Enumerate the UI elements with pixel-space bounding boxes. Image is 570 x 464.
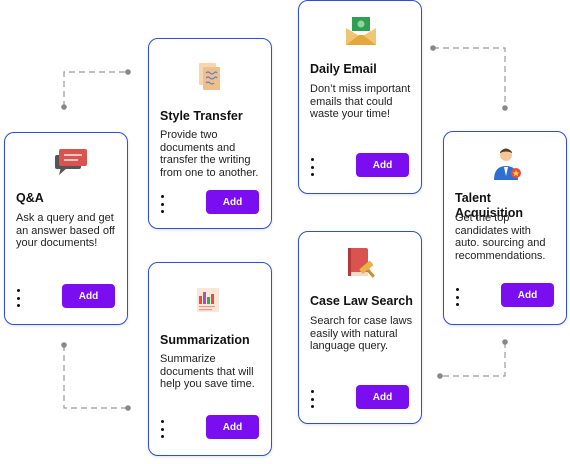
connector-dot <box>437 373 443 379</box>
add-button[interactable]: Add <box>501 283 554 307</box>
connector-qa-summarization <box>63 345 128 409</box>
card-description: Don’t miss important emails that could w… <box>310 83 411 120</box>
add-button[interactable]: Add <box>62 284 115 308</box>
connector-talent-caselaw <box>440 342 506 377</box>
card-title: Style Transfer <box>160 109 243 123</box>
card-style-transfer: Style Transfer Provide two documents and… <box>148 38 272 229</box>
more-options-icon[interactable] <box>308 390 316 408</box>
connector-dot <box>430 45 436 51</box>
add-button[interactable]: Add <box>206 415 259 439</box>
card-title: Daily Email <box>310 62 377 76</box>
connector-dot <box>61 342 67 348</box>
card-description: Ask a query and get an answer based off … <box>16 212 115 249</box>
connector-qa-style <box>63 71 128 107</box>
card-title: Q&A <box>16 191 44 205</box>
card-qa: Q&A Ask a query and get an answer based … <box>4 132 128 325</box>
card-description: Summarize documents that will help you s… <box>160 353 255 390</box>
card-description: Get the top candidates with auto. sourci… <box>455 212 546 262</box>
more-options-icon[interactable] <box>308 158 316 176</box>
add-button[interactable]: Add <box>206 190 259 214</box>
documents-icon <box>199 63 220 90</box>
more-options-icon[interactable] <box>453 288 461 306</box>
card-title: Summarization <box>160 333 250 347</box>
card-description: Search for case laws easily with natural… <box>310 315 413 352</box>
card-case-law-search: Case Law Search Search for case laws eas… <box>298 231 422 424</box>
connector-dot <box>125 69 131 75</box>
connector-dot <box>125 405 131 411</box>
card-talent-acquisition: Talent Acquisition Get the top candidate… <box>443 131 567 325</box>
more-options-icon[interactable] <box>158 420 166 438</box>
card-daily-email: Daily Email Don’t miss important emails … <box>298 0 422 194</box>
envelope-icon <box>346 17 376 45</box>
connector-dot <box>502 105 508 111</box>
law-book-gavel-icon <box>348 248 375 278</box>
more-options-icon[interactable] <box>158 195 166 213</box>
card-summarization: Summarization Summarize documents that w… <box>148 262 272 456</box>
card-title: Case Law Search <box>310 294 413 308</box>
candidate-badge-icon <box>494 148 521 180</box>
connector-dot <box>502 339 508 345</box>
add-button[interactable]: Add <box>356 385 409 409</box>
connector-email-talent <box>433 47 506 108</box>
report-chart-icon <box>197 288 219 312</box>
card-title: Talent Acquisition <box>455 191 524 220</box>
more-options-icon[interactable] <box>14 289 22 307</box>
add-button[interactable]: Add <box>356 153 409 177</box>
card-description: Provide two documents and transfer the w… <box>160 129 259 179</box>
connector-dot <box>61 104 67 110</box>
chat-bubble-icon <box>55 149 87 175</box>
